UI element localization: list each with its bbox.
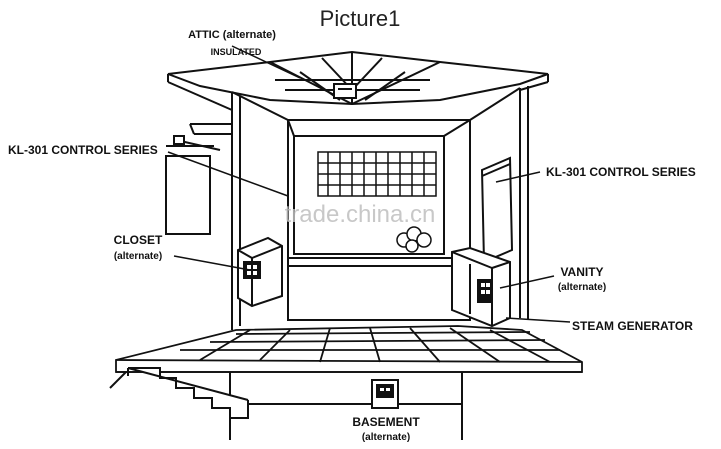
label-control-right: KL-301 CONTROL SERIES [546, 165, 696, 179]
back-wall-tiles [317, 151, 437, 197]
watermark-text: trade.china.cn [285, 201, 436, 228]
room-walls [189, 86, 529, 330]
label-control-left: KL-301 CONTROL SERIES [8, 143, 158, 157]
basement-unit [371, 379, 399, 409]
label-basement-alternate: (alternate) [362, 432, 410, 443]
floor-tiles [115, 325, 583, 373]
floor-supports [229, 372, 463, 440]
left-control-panel [165, 135, 221, 235]
attic-generator-box [333, 83, 357, 99]
label-steam-generator: STEAM GENERATOR [572, 319, 693, 333]
label-attic-insulated: INSULATED [211, 47, 262, 57]
label-attic: ATTIC (alternate) [188, 29, 276, 41]
label-closet: CLOSET [114, 233, 163, 247]
leader-lines [167, 45, 571, 323]
label-closet-alternate: (alternate) [114, 251, 162, 262]
attic-roof [167, 50, 549, 111]
diagram-title: Picture1 [320, 6, 401, 31]
basement-stairs [109, 367, 249, 419]
steam-cloud [396, 226, 432, 253]
right-control-panel [480, 156, 514, 264]
label-basement: BASEMENT [352, 415, 420, 429]
label-vanity-alternate: (alternate) [558, 282, 606, 293]
label-vanity: VANITY [560, 265, 603, 279]
closet-unit [237, 236, 283, 308]
